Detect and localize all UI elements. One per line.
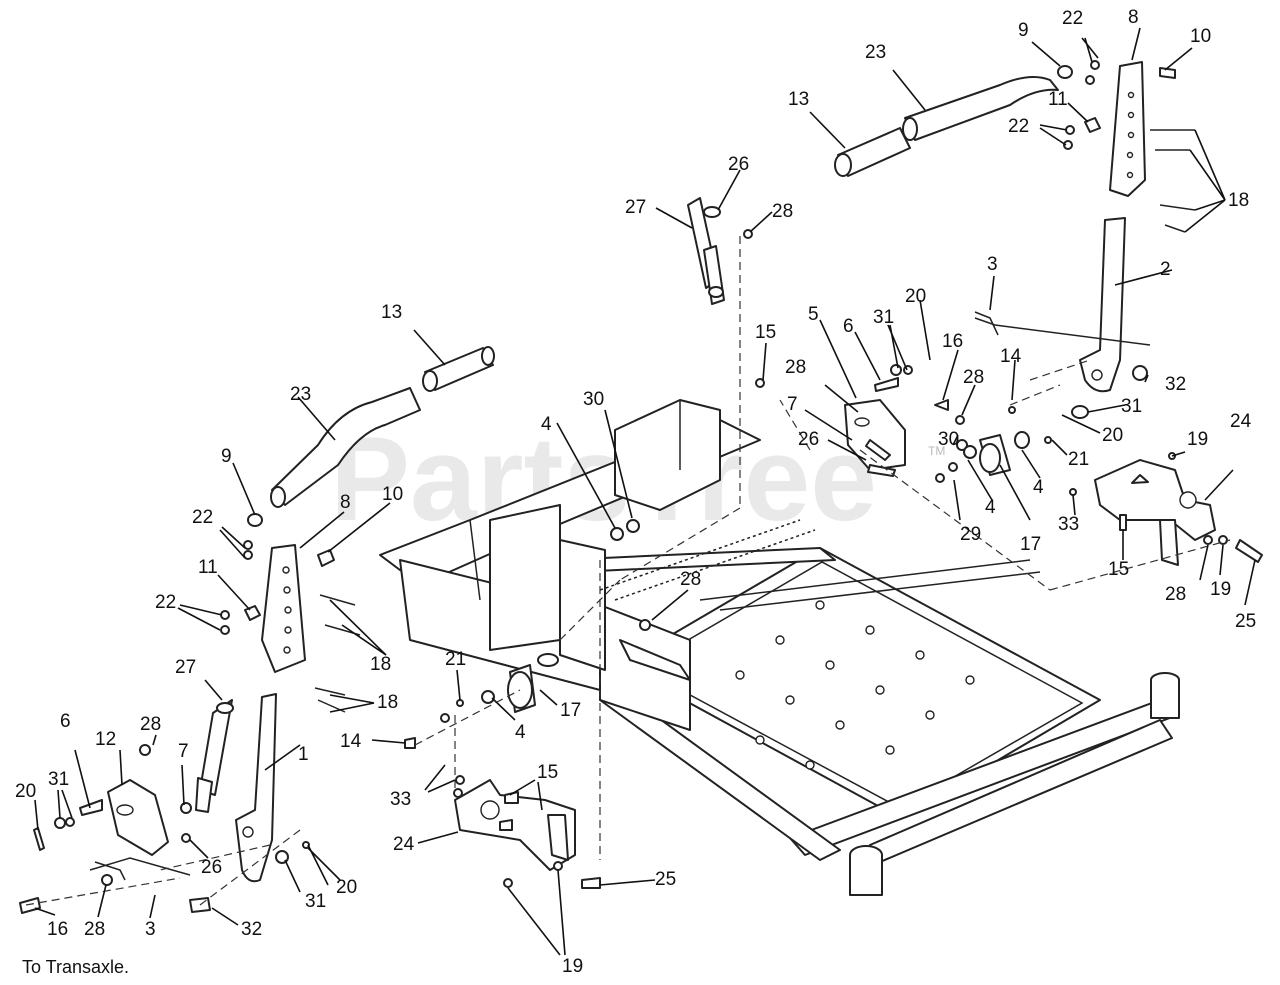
callout-26: 26 (201, 857, 222, 878)
callout-2: 2 (1160, 259, 1171, 280)
callout-6: 6 (843, 316, 854, 337)
callout-21: 21 (445, 649, 466, 670)
callout-29: 29 (960, 524, 981, 545)
main-frame (379, 399, 1180, 896)
callout-24: 24 (1230, 411, 1252, 432)
callout-32: 32 (1165, 374, 1186, 395)
callout-28: 28 (1165, 584, 1186, 605)
callout-26: 26 (728, 154, 749, 175)
callout-27: 27 (625, 197, 646, 218)
callout-3: 3 (987, 254, 998, 275)
callout-31: 31 (873, 307, 894, 328)
callout-27: 27 (175, 657, 196, 678)
callout-18: 18 (1228, 190, 1249, 211)
callout-31: 31 (305, 891, 326, 912)
callout-19: 19 (1187, 429, 1208, 450)
callout-4: 4 (1033, 477, 1044, 498)
leader-lines (34, 27, 1256, 956)
callout-32: 32 (241, 919, 262, 940)
callout-30: 30 (938, 429, 959, 450)
callout-31: 31 (48, 769, 69, 790)
callout-14: 14 (1000, 346, 1022, 367)
callout-19: 19 (1210, 579, 1231, 600)
callout-13: 13 (381, 302, 402, 323)
callout-28: 28 (140, 714, 161, 735)
callout-25: 25 (655, 869, 676, 890)
callout-23: 23 (865, 42, 886, 63)
alignment-lines (25, 236, 1231, 906)
callout-19: 19 (562, 956, 583, 977)
callout-10: 10 (1190, 26, 1211, 47)
callout-20: 20 (1102, 425, 1123, 446)
callout-20: 20 (15, 781, 36, 802)
callout-10: 10 (382, 484, 403, 505)
callout-6: 6 (60, 711, 71, 732)
callout-9: 9 (221, 446, 232, 467)
callout-22: 22 (1008, 116, 1029, 137)
callout-33: 33 (1058, 514, 1079, 535)
callout-11: 11 (198, 557, 218, 578)
callout-30: 30 (583, 389, 604, 410)
callout-13: 13 (788, 89, 809, 110)
callout-12: 12 (95, 729, 116, 750)
callout-24: 24 (393, 834, 415, 855)
callout-4: 4 (985, 497, 996, 518)
to-transaxle-note: To Transaxle. (22, 957, 129, 977)
callout-31: 31 (1121, 396, 1142, 417)
callout-3: 3 (145, 919, 156, 940)
right-handle-assembly (687, 60, 1263, 566)
callout-28: 28 (680, 569, 701, 590)
callout-15: 15 (537, 762, 558, 783)
callout-28: 28 (785, 357, 806, 378)
callout-4: 4 (541, 414, 552, 435)
callout-28: 28 (963, 367, 984, 388)
callout-17: 17 (1020, 534, 1041, 555)
callout-7: 7 (178, 741, 189, 762)
callout-14: 14 (340, 731, 362, 752)
callout-23: 23 (290, 384, 311, 405)
callout-33: 33 (390, 789, 411, 810)
callout-1: 1 (298, 744, 309, 765)
callout-25: 25 (1235, 611, 1256, 632)
callout-20: 20 (336, 877, 357, 898)
callout-16: 16 (942, 331, 963, 352)
callout-16: 16 (47, 919, 68, 940)
callout-18: 18 (370, 654, 391, 675)
callout-8: 8 (1128, 7, 1139, 28)
callout-22: 22 (192, 507, 213, 528)
deck-holes (735, 600, 975, 770)
callout-17: 17 (560, 700, 581, 721)
callout-11: 11 (1048, 89, 1068, 110)
callout-28: 28 (84, 919, 105, 940)
callout-15: 15 (1108, 559, 1129, 580)
callout-5: 5 (808, 304, 819, 325)
callout-20: 20 (905, 286, 926, 307)
callout-labels: 1 2 3 3 4 4 4 4 5 6 6 7 7 8 8 9 9 10 10 … (15, 7, 1256, 977)
callout-28: 28 (772, 201, 793, 222)
callout-9: 9 (1018, 20, 1029, 41)
callout-15: 15 (755, 322, 776, 343)
callout-21: 21 (1068, 449, 1089, 470)
callout-7: 7 (787, 394, 798, 415)
callout-8: 8 (340, 492, 351, 513)
callout-18: 18 (377, 692, 398, 713)
trademark: TM (928, 444, 945, 458)
callout-22: 22 (1062, 8, 1083, 29)
callout-4: 4 (515, 722, 526, 743)
callout-22: 22 (155, 592, 176, 613)
callout-26: 26 (798, 429, 819, 450)
